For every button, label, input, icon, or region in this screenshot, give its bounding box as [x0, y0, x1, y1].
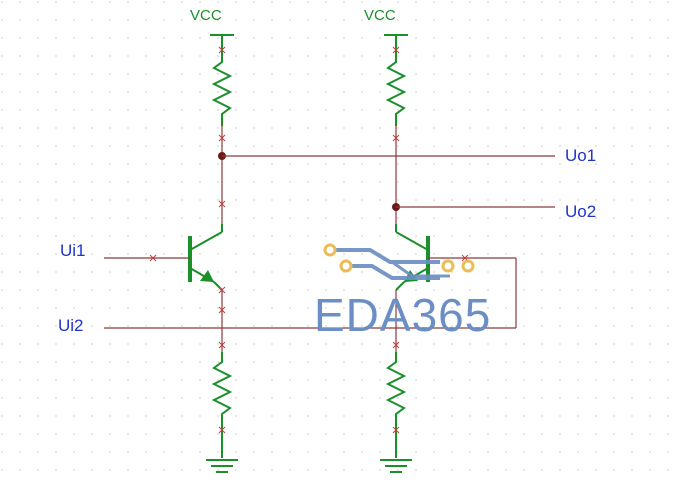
resistor-top-right	[385, 50, 407, 126]
ground-left	[206, 426, 238, 473]
vcc-label-left: VCC	[190, 7, 222, 24]
label-uo2: Uo2	[565, 202, 596, 221]
vcc-rail-left	[210, 34, 234, 50]
vcc-rail-right	[384, 34, 408, 50]
resistor-bottom-left	[211, 352, 233, 426]
label-ui1: Ui1	[60, 241, 86, 260]
emitter-arrow-left	[200, 270, 214, 282]
watermark-text: EDA365	[314, 289, 491, 341]
wire-right-base-loop	[428, 257, 517, 328]
watermark-logo-graphic	[323, 243, 475, 280]
label-uo1: Uo1	[565, 146, 596, 165]
pin-markers	[149, 46, 469, 434]
label-ui2: Ui2	[58, 316, 84, 335]
resistor-top-left	[211, 50, 233, 126]
vcc-label-right: VCC	[364, 7, 396, 24]
resistor-bottom-right	[385, 352, 407, 426]
ground-right	[380, 426, 412, 473]
